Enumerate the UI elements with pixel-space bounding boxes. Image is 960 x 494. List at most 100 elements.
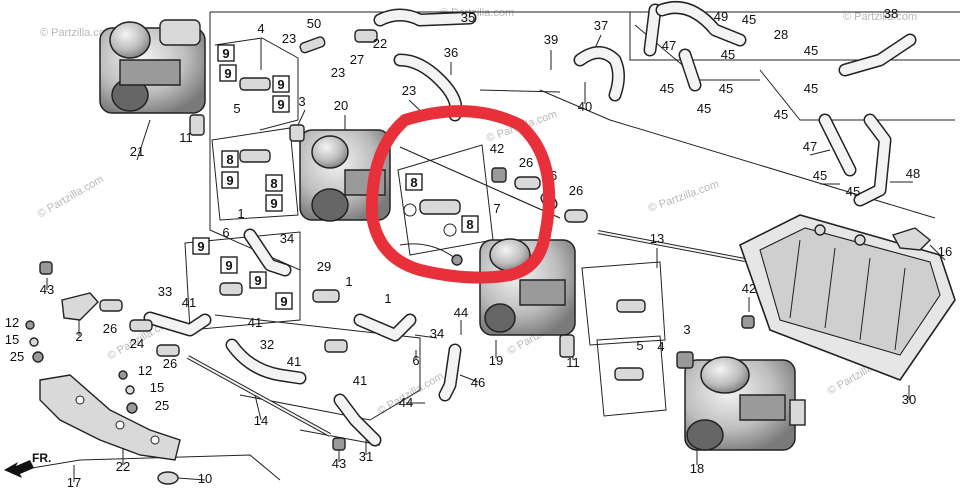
callout-38: 38 [884, 6, 898, 21]
callout-6: 6 [222, 225, 229, 240]
callout-5: 5 [636, 338, 643, 353]
callout-45: 45 [721, 47, 735, 62]
callout-26: 26 [103, 321, 117, 336]
callout-45: 45 [774, 107, 788, 122]
callout-39: 39 [544, 32, 558, 47]
callout-12: 12 [138, 363, 152, 378]
callout-15: 15 [150, 380, 164, 395]
boxed-callout-9: 9 [192, 237, 210, 255]
boxed-callout-9: 9 [217, 44, 235, 62]
callout-2: 2 [75, 329, 82, 344]
svg-text:9: 9 [225, 258, 232, 273]
callout-41: 41 [182, 295, 196, 310]
watermark-text: © Partzilla.com [843, 11, 917, 23]
callout-4: 4 [257, 21, 264, 36]
callout-26: 26 [163, 356, 177, 371]
callout-22: 22 [116, 459, 130, 474]
boxed-callout-9: 9 [219, 64, 237, 82]
callout-26: 26 [569, 183, 583, 198]
callout-35: 35 [461, 10, 475, 25]
bracket-22 [39, 374, 181, 461]
callout-17: 17 [67, 475, 81, 490]
callout-11: 11 [566, 355, 580, 370]
front-direction-label: FR. [32, 451, 51, 465]
callout-26: 26 [519, 155, 533, 170]
boxed-callout-8: 8 [221, 150, 239, 168]
callout-15: 15 [5, 332, 19, 347]
callout-23: 23 [282, 31, 296, 46]
boxed-callout-8: 8 [405, 173, 423, 191]
svg-text:9: 9 [226, 173, 233, 188]
callout-44: 44 [454, 305, 468, 320]
callout-16: 16 [938, 244, 952, 259]
callout-45: 45 [804, 81, 818, 96]
callout-48: 48 [906, 166, 920, 181]
front-direction-arrow: FR. [4, 451, 51, 478]
callout-45: 45 [846, 184, 860, 199]
callout-47: 47 [803, 139, 817, 154]
callout-32: 32 [260, 337, 274, 352]
callout-42: 42 [742, 281, 756, 296]
boxed-callout-9: 9 [272, 75, 290, 93]
bracket-16 [891, 227, 932, 251]
callout-1: 1 [345, 274, 352, 289]
svg-text:9: 9 [280, 294, 287, 309]
callout-44: 44 [399, 395, 413, 410]
callout-36: 36 [444, 45, 458, 60]
callout-42: 42 [490, 141, 504, 156]
callout-22: 22 [373, 36, 387, 51]
boxed-callout-labels: 9 9 9 9 8 9 8 9 8 8 9 9 9 9 [192, 44, 479, 310]
watermark-text: © Partzilla.com [36, 173, 106, 220]
callout-12: 12 [5, 315, 19, 330]
callout-20: 20 [334, 98, 348, 113]
callout-34: 34 [430, 326, 444, 341]
callout-31: 31 [359, 449, 373, 464]
svg-text:8: 8 [466, 217, 473, 232]
svg-text:9: 9 [277, 97, 284, 112]
boxed-callout-9: 9 [221, 171, 239, 189]
callout-19: 19 [489, 353, 503, 368]
callout-7: 7 [493, 201, 500, 216]
callout-41: 41 [353, 373, 367, 388]
callout-6: 6 [412, 353, 419, 368]
callout-25: 25 [155, 398, 169, 413]
callout-10: 10 [198, 471, 212, 486]
callout-5: 5 [233, 101, 240, 116]
shafts [187, 146, 746, 437]
callout-1: 1 [384, 291, 391, 306]
callout-13: 13 [650, 231, 664, 246]
callout-30: 30 [902, 392, 916, 407]
air-chamber-30 [739, 214, 956, 381]
callout-45: 45 [804, 43, 818, 58]
svg-text:9: 9 [254, 273, 261, 288]
callout-27: 27 [350, 52, 364, 67]
callout-45: 45 [719, 81, 733, 96]
callout-34: 34 [280, 231, 294, 246]
callout-21: 21 [130, 144, 144, 159]
callout-3: 3 [683, 322, 690, 337]
boxed-callout-8: 8 [461, 215, 479, 233]
boxed-callout-9: 9 [265, 194, 283, 212]
svg-text:9: 9 [277, 77, 284, 92]
svg-text:9: 9 [224, 66, 231, 81]
callout-45: 45 [660, 81, 674, 96]
svg-text:8: 8 [270, 176, 277, 191]
watermark-text: © Partzilla.com [40, 27, 114, 39]
callout-49: 49 [714, 9, 728, 24]
callout-3: 3 [298, 94, 305, 109]
bracket-2 [61, 292, 99, 321]
callout-23: 23 [402, 83, 416, 98]
svg-text:9: 9 [197, 239, 204, 254]
callout-1: 1 [237, 206, 244, 221]
callout-43: 43 [332, 456, 346, 471]
carburetor-19 [479, 238, 576, 336]
callout-23: 23 [331, 65, 345, 80]
boxed-callout-9: 9 [220, 256, 238, 274]
watermark-text: © Partzilla.com [647, 178, 721, 215]
svg-text:8: 8 [410, 175, 417, 190]
callout-45: 45 [813, 168, 827, 183]
callout-18: 18 [690, 461, 704, 476]
highlight-circle [365, 105, 556, 284]
callout-14: 14 [254, 413, 268, 428]
